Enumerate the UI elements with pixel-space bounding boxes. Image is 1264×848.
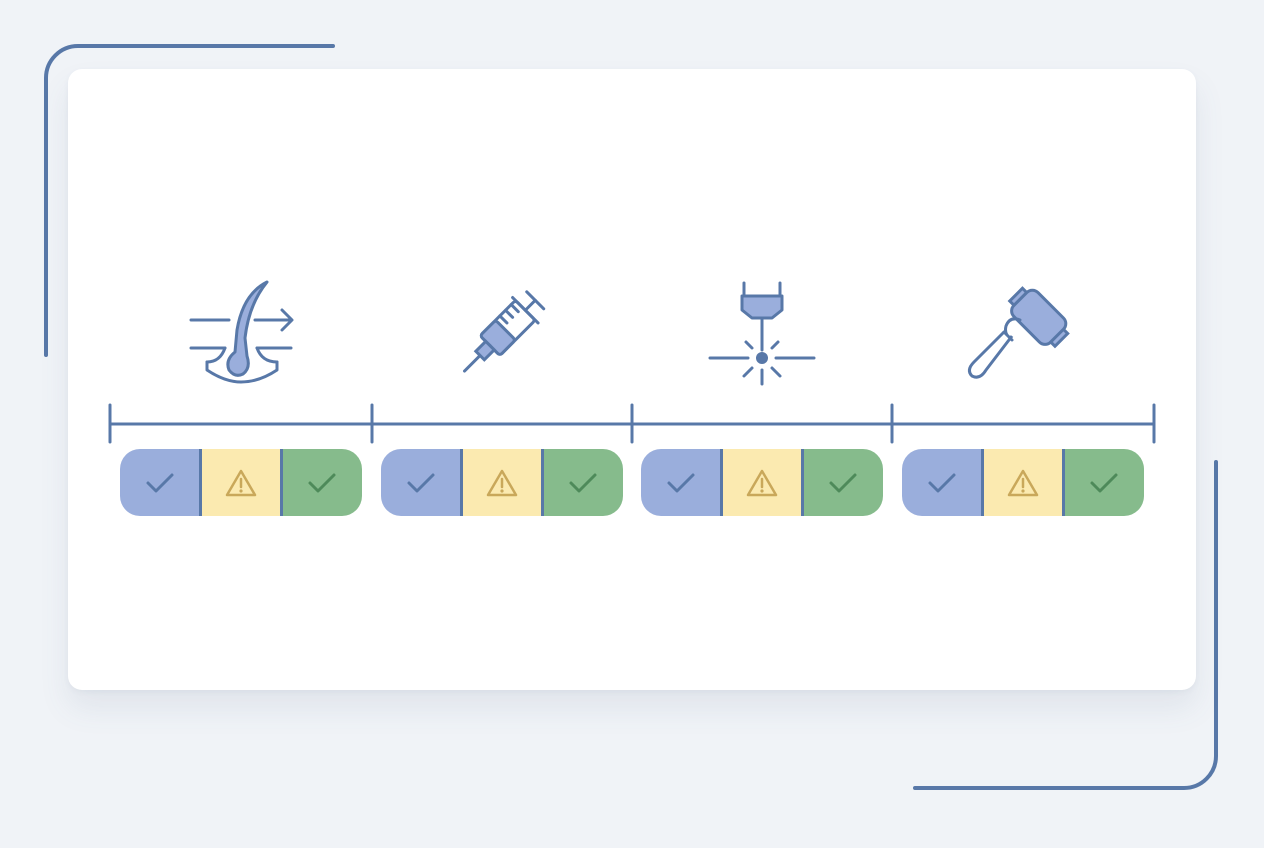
syringe-icon <box>446 280 558 390</box>
status-caution-yellow[interactable] <box>460 449 543 516</box>
status-pill-group-2 <box>381 449 623 516</box>
check-icon <box>308 473 336 492</box>
check-icon <box>569 473 597 492</box>
status-pill-group-3 <box>641 449 883 516</box>
status-caution-yellow[interactable] <box>720 449 803 516</box>
check-icon <box>667 473 695 492</box>
hair-follicle-removal-icon <box>185 278 305 390</box>
status-approved-blue[interactable] <box>641 449 722 516</box>
status-caution-yellow[interactable] <box>199 449 282 516</box>
status-caution-yellow[interactable] <box>981 449 1064 516</box>
laser-icon <box>706 280 818 390</box>
status-approved-green[interactable] <box>279 449 362 516</box>
derma-roller-icon <box>966 280 1078 390</box>
status-approved-green[interactable] <box>1061 449 1144 516</box>
warning-icon <box>225 469 257 496</box>
check-icon <box>829 473 857 492</box>
check-icon <box>146 473 174 492</box>
warning-icon <box>1007 469 1039 496</box>
status-pill-group-1 <box>120 449 362 516</box>
check-icon <box>928 473 956 492</box>
status-pill-group-4 <box>902 449 1144 516</box>
status-approved-blue[interactable] <box>120 449 201 516</box>
warning-icon <box>746 469 778 496</box>
status-approved-green[interactable] <box>800 449 883 516</box>
check-icon <box>1090 473 1118 492</box>
status-approved-blue[interactable] <box>381 449 462 516</box>
status-approved-green[interactable] <box>540 449 623 516</box>
check-icon <box>407 473 435 492</box>
status-approved-blue[interactable] <box>902 449 983 516</box>
warning-icon <box>486 469 518 496</box>
